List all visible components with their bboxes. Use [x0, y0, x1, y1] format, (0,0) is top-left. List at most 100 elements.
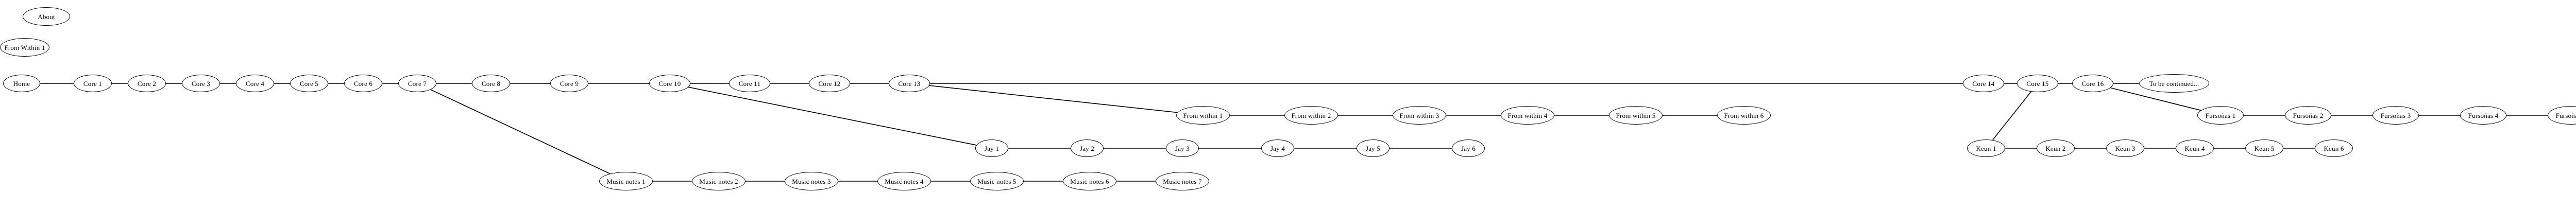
graph-node-mn1[interactable]: Music notes 1	[599, 172, 653, 190]
graph-node-core4[interactable]: Core 4	[236, 75, 274, 92]
graph-node-label: Jay 5	[1365, 144, 1381, 152]
graph-node-jay1[interactable]: Jay 1	[975, 139, 1008, 157]
graph-node-core14[interactable]: Core 14	[1963, 75, 2004, 92]
graph-node-keun2[interactable]: Keun 2	[2037, 139, 2075, 157]
graph-node-fu3[interactable]: Fursoñas 3	[2372, 106, 2419, 125]
graph-node-mn3[interactable]: Music notes 3	[785, 172, 838, 190]
graph-node-label: Core 9	[560, 79, 579, 87]
graph-node-label: Home	[13, 79, 30, 87]
graph-node-label: Core 13	[898, 79, 921, 87]
graph-node-label: From within 2	[1291, 111, 1331, 119]
graph-node-core2[interactable]: Core 2	[128, 75, 166, 92]
graph-node-label: Core 15	[2026, 79, 2049, 87]
graph-edge-core16-to-fu1	[2110, 87, 2201, 111]
graph-node-jay5[interactable]: Jay 5	[1357, 139, 1389, 157]
graph-node-core8[interactable]: Core 8	[472, 75, 510, 92]
graph-node-label: Core 14	[1972, 79, 1995, 87]
graph-node-label: About	[38, 12, 55, 21]
graph-node-mn4[interactable]: Music notes 4	[877, 172, 931, 190]
graph-node-core6[interactable]: Core 6	[344, 75, 382, 92]
graph-node-label: Music notes 4	[885, 177, 924, 185]
graph-node-keun4[interactable]: Keun 4	[2176, 139, 2214, 157]
graph-node-label: Core 6	[353, 79, 373, 87]
graph-node-label: Keun 6	[2324, 144, 2344, 152]
graph-node-mn5[interactable]: Music notes 5	[970, 172, 1024, 190]
graph-node-label: To be continued...	[2149, 79, 2199, 87]
graph-edge-core10-to-jay1	[688, 86, 977, 146]
graph-node-core1[interactable]: Core 1	[74, 75, 112, 92]
graph-node-fu4[interactable]: Fursoñas 4	[2460, 106, 2506, 125]
graph-node-core11[interactable]: Core 11	[729, 75, 770, 92]
graph-node-label: Core 12	[818, 79, 841, 87]
graph-edge-core15-to-keun1	[1992, 91, 2031, 141]
graph-node-core15[interactable]: Core 15	[2017, 75, 2058, 92]
graph-node-fw4[interactable]: From within 4	[1501, 106, 1554, 125]
graph-node-fw6[interactable]: From within 6	[1717, 106, 1771, 125]
graph-node-core13[interactable]: Core 13	[889, 75, 930, 92]
graph-node-keun5[interactable]: Keun 5	[2245, 139, 2283, 157]
graph-node-label: From Within 1	[4, 43, 45, 51]
graph-node-label: Jay 1	[984, 144, 999, 152]
graph-node-label: From within 1	[1183, 111, 1223, 119]
graph-node-jay3[interactable]: Jay 3	[1166, 139, 1199, 157]
graph-node-keun6[interactable]: Keun 6	[2315, 139, 2353, 157]
graph-node-core12[interactable]: Core 12	[809, 75, 850, 92]
graph-node-label: Jay 6	[1461, 144, 1476, 152]
graph-node-label: Core 4	[245, 79, 265, 87]
graph-node-fw3[interactable]: From within 3	[1393, 106, 1446, 125]
graph-node-label: Core 2	[137, 79, 157, 87]
graph-node-label: Music notes 2	[699, 177, 738, 185]
graph-node-label: Core 1	[83, 79, 103, 87]
graph-node-jay2[interactable]: Jay 2	[1071, 139, 1104, 157]
graph-node-label: Fursoñas 3	[2380, 111, 2411, 119]
graph-node-about[interactable]: About	[23, 7, 70, 26]
graph-node-fw1[interactable]: From within 1	[1176, 106, 1230, 125]
graph-node-label: Jay 3	[1175, 144, 1190, 152]
graph-node-core9[interactable]: Core 9	[550, 75, 588, 92]
graph-node-tbc[interactable]: To be continued...	[2139, 74, 2209, 93]
graph-node-label: Core 8	[481, 79, 501, 87]
graph-node-label: Core 5	[299, 79, 319, 87]
graph-node-label: Music notes 1	[606, 177, 646, 185]
graph-node-label: Fursoñas 1	[2205, 111, 2236, 119]
graph-node-mn7[interactable]: Music notes 7	[1156, 172, 1209, 190]
graph-node-jay4[interactable]: Jay 4	[1261, 139, 1294, 157]
graph-node-label: Keun 2	[2045, 144, 2066, 152]
graph-node-mn6[interactable]: Music notes 6	[1063, 172, 1116, 190]
graph-node-keun3[interactable]: Keun 3	[2106, 139, 2144, 157]
graph-node-label: Fursoñas 2	[2293, 111, 2324, 119]
graph-node-core10[interactable]: Core 10	[649, 75, 690, 92]
graph-node-label: From within 3	[1399, 111, 1439, 119]
graph-node-core7[interactable]: Core 7	[398, 75, 436, 92]
graph-node-label: Core 7	[408, 79, 427, 87]
graph-node-fu5[interactable]: Fursoñas 5	[2548, 106, 2576, 125]
graph-node-fu1[interactable]: Fursoñas 1	[2197, 106, 2244, 125]
graph-node-mn2[interactable]: Music notes 2	[692, 172, 745, 190]
graph-node-label: Jay 2	[1079, 144, 1095, 152]
graph-node-label: Core 10	[658, 79, 681, 87]
graph-node-fromwithin1t[interactable]: From Within 1	[0, 38, 49, 57]
graph-node-label: Fursoñas 5	[2555, 111, 2576, 119]
graph-node-label: Core 16	[2081, 79, 2104, 87]
graph-edge-core13-to-fw1	[929, 85, 1178, 113]
graph-node-home[interactable]: Home	[3, 75, 40, 92]
graph-edge-core7-to-mn1	[430, 89, 611, 174]
graph-node-label: From within 6	[1724, 111, 1764, 119]
graph-node-label: Music notes 5	[977, 177, 1016, 185]
graph-node-core16[interactable]: Core 16	[2072, 75, 2113, 92]
graph-node-jay6[interactable]: Jay 6	[1452, 139, 1485, 157]
graph-node-label: Keun 1	[1976, 144, 1996, 152]
graph-node-core3[interactable]: Core 3	[182, 75, 220, 92]
graph-node-label: Core 11	[738, 79, 761, 87]
graph-node-label: Keun 4	[2184, 144, 2205, 152]
graph-node-label: Keun 5	[2254, 144, 2275, 152]
graph-node-core5[interactable]: Core 5	[290, 75, 328, 92]
graph-node-fu2[interactable]: Fursoñas 2	[2285, 106, 2331, 125]
graph-node-fw5[interactable]: From within 5	[1609, 106, 1663, 125]
graph-node-fw2[interactable]: From within 2	[1284, 106, 1338, 125]
graph-node-label: Keun 3	[2115, 144, 2136, 152]
graph-node-label: From within 4	[1507, 111, 1548, 119]
graph-node-keun1[interactable]: Keun 1	[1967, 139, 2005, 157]
